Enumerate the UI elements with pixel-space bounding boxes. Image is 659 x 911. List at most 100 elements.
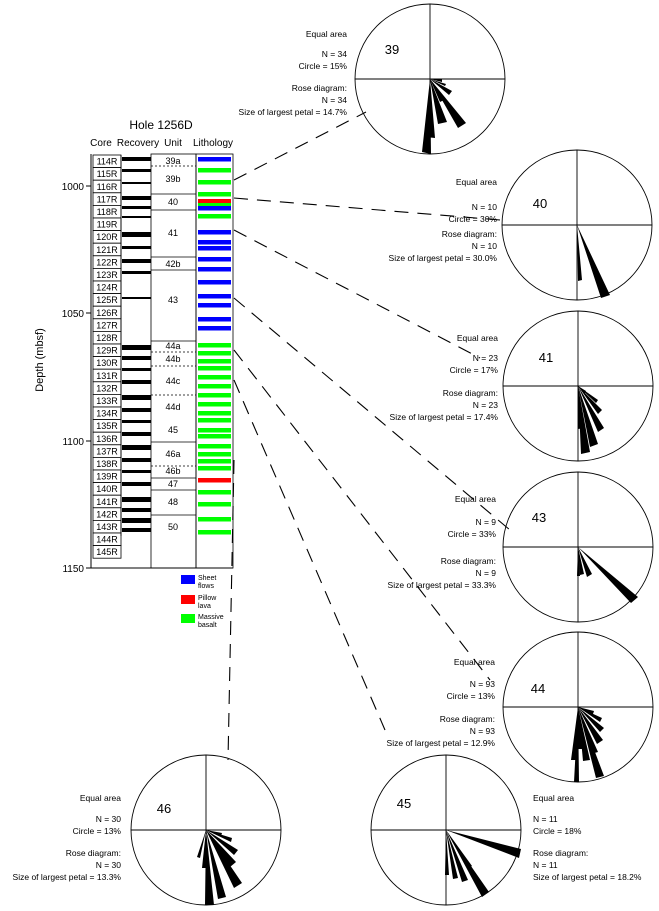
stereonet-44: Equal area N = 93 Circle = 13% Rose diag… xyxy=(387,631,654,783)
rose-label: Rose diagram: xyxy=(440,714,495,724)
core-label: 140R xyxy=(96,484,118,494)
rose-label: Rose diagram: xyxy=(66,848,121,858)
connector-line-41 xyxy=(233,229,481,359)
n-label: N = 11 xyxy=(533,814,558,824)
lithology-band xyxy=(198,502,231,507)
unit-label: 41 xyxy=(168,228,178,238)
rose-n-label: N = 9 xyxy=(475,568,496,578)
core-label: 127R xyxy=(96,320,118,330)
recovery-bar xyxy=(122,470,151,473)
lithology-band xyxy=(198,203,231,208)
core-label: 142R xyxy=(96,509,118,519)
connector-line-45 xyxy=(233,379,386,731)
lithology-band xyxy=(198,206,231,211)
stereonet-46: Equal area N = 30 Circle = 13% Rose diag… xyxy=(13,754,282,906)
core-label: 138R xyxy=(96,459,118,469)
lithology-column xyxy=(198,157,231,535)
petal-size-label: Size of largest petal = 14.7% xyxy=(239,107,348,117)
core-box: 143R xyxy=(92,520,122,534)
recovery-bar xyxy=(122,297,151,299)
lithology-band xyxy=(198,359,231,364)
connector-line-46 xyxy=(227,459,235,761)
core-box: 131R xyxy=(92,368,122,383)
petal-size-label: Size of largest petal = 12.9% xyxy=(387,738,496,748)
unit-number: 40 xyxy=(533,196,547,211)
legend-label: lava xyxy=(198,603,211,610)
core-label: 124R xyxy=(96,283,118,293)
lithology-band xyxy=(198,199,231,204)
core-box: 135R xyxy=(92,419,122,433)
lithology-band xyxy=(198,402,231,407)
core-box: 121R xyxy=(92,242,122,257)
unit-label: 44b xyxy=(165,354,180,364)
recovery-bar xyxy=(122,368,151,371)
core-label: 114R xyxy=(97,157,118,167)
lithology-band xyxy=(198,168,231,173)
core-box: 126R xyxy=(92,305,122,320)
recovery-bar xyxy=(122,196,151,200)
unit-label: 43 xyxy=(168,295,178,305)
core-label: 121R xyxy=(96,245,118,255)
lithology-band xyxy=(198,240,231,245)
unit-labels: 39a 39b 40 41 42b 43 44a 44b 44c 44d 45 … xyxy=(165,156,180,532)
circle-label: Circle = 17% xyxy=(450,365,499,375)
equal-area-label: Equal area xyxy=(456,177,497,187)
core-label: 126R xyxy=(96,308,118,318)
core-label: 125R xyxy=(96,295,118,305)
lithology-band xyxy=(198,246,231,251)
core-box: 127R xyxy=(92,318,122,332)
recovery-bar xyxy=(122,182,151,184)
lithology-band xyxy=(198,157,231,162)
connector-line-39 xyxy=(233,111,367,181)
recovery-bar xyxy=(122,345,151,350)
core-label: 118R xyxy=(97,207,118,217)
hole-column: Hole 1256D Core Recovery Unit Lithology … xyxy=(34,118,234,629)
connector-lines xyxy=(227,111,511,761)
core-box: 123R xyxy=(92,267,122,282)
unit-label: 46b xyxy=(165,466,180,476)
recovery-bar xyxy=(122,497,151,502)
core-label: 131R xyxy=(96,371,118,381)
rose-diagram xyxy=(445,830,521,897)
unit-number: 39 xyxy=(385,42,399,57)
unit-number: 46 xyxy=(157,801,171,816)
n-label: N = 30 xyxy=(96,814,122,824)
rose-n-label: N = 30 xyxy=(96,860,122,870)
core-box-frame xyxy=(92,545,122,559)
recovery-bar xyxy=(122,169,151,172)
recovery-bar xyxy=(122,482,151,486)
core-label: 132R xyxy=(96,383,118,393)
recovery-bar xyxy=(122,528,151,532)
rose-n-label: N = 11 xyxy=(533,860,558,870)
depth-tick-label: 1000 xyxy=(62,182,85,193)
unit-label: 46a xyxy=(165,449,180,459)
unit-boundaries xyxy=(151,165,196,516)
core-label: 144R xyxy=(96,535,118,545)
rose-diagram xyxy=(578,386,604,454)
lithology-band xyxy=(198,444,231,449)
legend-label: Massive xyxy=(198,614,224,621)
stereonet-40: Equal area N = 10 Circle = 30% Rose diag… xyxy=(389,149,653,301)
core-box: 142R xyxy=(92,507,122,521)
core-box: 125R xyxy=(92,293,122,307)
recovery-bar xyxy=(122,395,151,400)
core-label: 145R xyxy=(96,547,118,557)
core-box: 116R xyxy=(92,179,122,194)
core-box: 130R xyxy=(92,356,122,370)
connector-line-44 xyxy=(233,349,491,681)
equal-area-label: Equal area xyxy=(454,657,495,667)
rose-label: Rose diagram: xyxy=(533,848,588,858)
header-lithology: Lithology xyxy=(193,138,233,149)
lithology-column-frame xyxy=(195,153,234,569)
header-unit: Unit xyxy=(164,138,182,149)
rose-diagram xyxy=(577,547,638,603)
core-box: 115R xyxy=(92,167,122,181)
recovery-bar xyxy=(122,356,151,360)
lithology-band xyxy=(198,393,231,398)
lithology-band xyxy=(198,280,231,285)
legend-swatch-sheet-flows xyxy=(181,575,195,584)
hole-title: Hole 1256D xyxy=(129,118,193,132)
n-label: N = 9 xyxy=(475,517,496,527)
unit-number: 45 xyxy=(397,796,411,811)
circle-label: Circle = 30% xyxy=(449,214,498,224)
